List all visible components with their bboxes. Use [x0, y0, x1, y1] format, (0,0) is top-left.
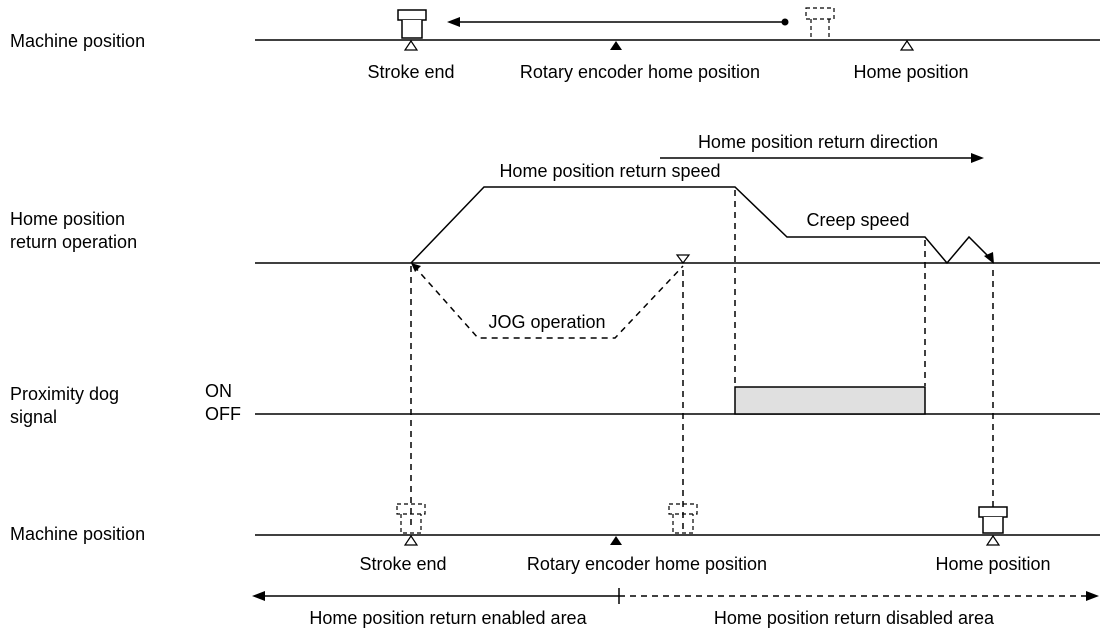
- machine-block-solid-home: [978, 506, 1008, 534]
- return-direction-label: Home position return direction: [698, 132, 938, 152]
- enabled-area-arrowhead-icon: [252, 591, 265, 601]
- row-label-machine-position-bottom: Machine position: [10, 524, 145, 544]
- machine-block-dashed-jog-end: [668, 503, 698, 534]
- home-label-bottom: Home position: [935, 554, 1050, 574]
- machine-block-dashed-top: [805, 7, 835, 38]
- jog-arrowhead-icon: [411, 263, 421, 272]
- machine-block-dashed-stroke-end: [396, 503, 426, 534]
- encoder-home-marker-bottom-icon: [610, 536, 622, 545]
- travel-start-dot-icon: [781, 18, 789, 26]
- creep-speed-label: Creep speed: [806, 210, 909, 230]
- encoder-home-label-bottom: Rotary encoder home position: [527, 554, 767, 574]
- row-label-dog-line2: signal: [10, 407, 57, 427]
- row-label-operation-line1: Home position: [10, 209, 125, 229]
- encoder-home-marker-top-icon: [610, 41, 622, 50]
- speed-profile: [410, 186, 992, 265]
- speed-profile-arrowhead-icon: [984, 252, 994, 264]
- return-speed-label: Home position return speed: [499, 161, 720, 181]
- travel-arrowhead-left-icon: [447, 17, 460, 27]
- home-label-top: Home position: [853, 62, 968, 82]
- proximity-dog-on-pulse: [734, 386, 926, 415]
- jog-operation-path: [413, 265, 684, 339]
- row-label-dog-line1: Proximity dog: [10, 384, 119, 404]
- home-marker-bottom-icon: [985, 534, 1001, 546]
- stroke-end-label-top: Stroke end: [367, 62, 454, 82]
- signal-off-label: OFF: [205, 404, 241, 424]
- stroke-end-label-bottom: Stroke end: [359, 554, 446, 574]
- stroke-end-marker-bottom-icon: [403, 534, 419, 546]
- row-label-machine-position-top: Machine position: [10, 31, 145, 51]
- disabled-area-arrowhead-icon: [1086, 591, 1099, 601]
- disabled-area-label: Home position return disabled area: [714, 608, 995, 628]
- home-marker-top-icon: [899, 39, 915, 51]
- encoder-home-label-top: Rotary encoder home position: [520, 62, 760, 82]
- machine-block-solid-top: [397, 9, 427, 39]
- enabled-area-label: Home position return enabled area: [309, 608, 587, 628]
- stroke-end-marker-top-icon: [403, 39, 419, 51]
- jog-operation-label: JOG operation: [488, 312, 605, 332]
- return-direction-arrowhead-icon: [971, 153, 984, 163]
- signal-on-label: ON: [205, 381, 232, 401]
- row-label-operation-line2: return operation: [10, 232, 137, 252]
- jog-start-marker-icon: [675, 254, 691, 264]
